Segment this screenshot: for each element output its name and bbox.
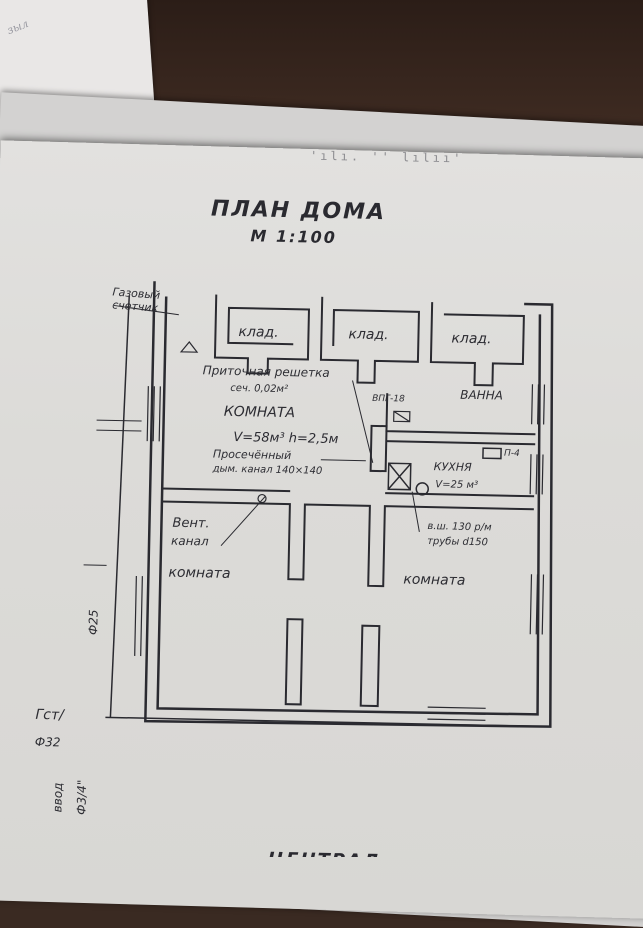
stove-symbol [483,448,501,458]
vent-opening [258,494,266,502]
pier-left [286,619,303,704]
window-right-upper [532,384,545,424]
supply-grate-label-2: сеч. 0,02м² [230,383,288,395]
gas-input-label-3: ввод [50,782,65,812]
vpg-label: ВПГ-18 [372,394,405,405]
middle-wall-upper [162,488,534,496]
main-room-label: КОМНАТА [224,404,296,421]
bath-label: ВАННА [460,388,503,403]
gas-pipe-line [110,296,129,718]
chimney-block [371,426,387,471]
boiler-symbol [388,463,411,489]
gas-input-label-4: Ф3/4" [74,780,89,815]
vent-label-1: Вент. [172,516,209,532]
main-room-volume: V=58м³ h=2,5м [233,430,339,447]
kitchen-volume: V=25 м³ [435,479,478,491]
left-room-label: комната [168,565,230,582]
pier-right [361,626,380,706]
window-bottom [427,707,485,720]
heater-label-2: трубы d150 [427,535,488,548]
pipe-diameter-label: Ф25 [86,609,101,635]
gas-entry-arrows [96,420,141,431]
window-right-lower [530,574,543,634]
gas-input-label-2: Ф32 [35,735,61,750]
storage-label-2: клад. [348,326,388,343]
storage-label-3: клад. [451,331,491,348]
floor-plan-drawing: ПЛАН ДОМА М 1:100 [0,0,643,857]
windows [133,376,547,721]
supply-grate-label-1: Приточная решетка [203,363,330,380]
leader-flue [321,460,366,461]
vent-label-2: канал [171,534,209,549]
flue-label-2: дым. канал 140×140 [212,464,323,477]
kitchen-partition [386,441,535,444]
heater-label-1: в.ш. 130 р/м [427,521,492,533]
window-left-upper [147,386,160,441]
window-right-kitchen [530,454,543,494]
leader-heater [411,492,420,532]
stove-label: П-4 [504,449,520,459]
flue-label-1: Просечённый [213,448,292,463]
footer-text: ЦЕНТРАЛ [267,849,380,857]
storage-label-1: клад. [238,324,278,341]
plan-title: ПЛАН ДОМА [211,196,386,225]
gas-meter-label-2: счетчик [112,298,159,314]
kitchen-label: КУХНЯ [434,460,473,474]
plan-scale: М 1:100 [250,226,337,247]
triangle-marker [181,342,197,352]
gas-input-label-1: Гст/ [35,707,65,724]
right-room-label: комната [403,572,465,589]
water-heater-symbol [394,411,410,421]
